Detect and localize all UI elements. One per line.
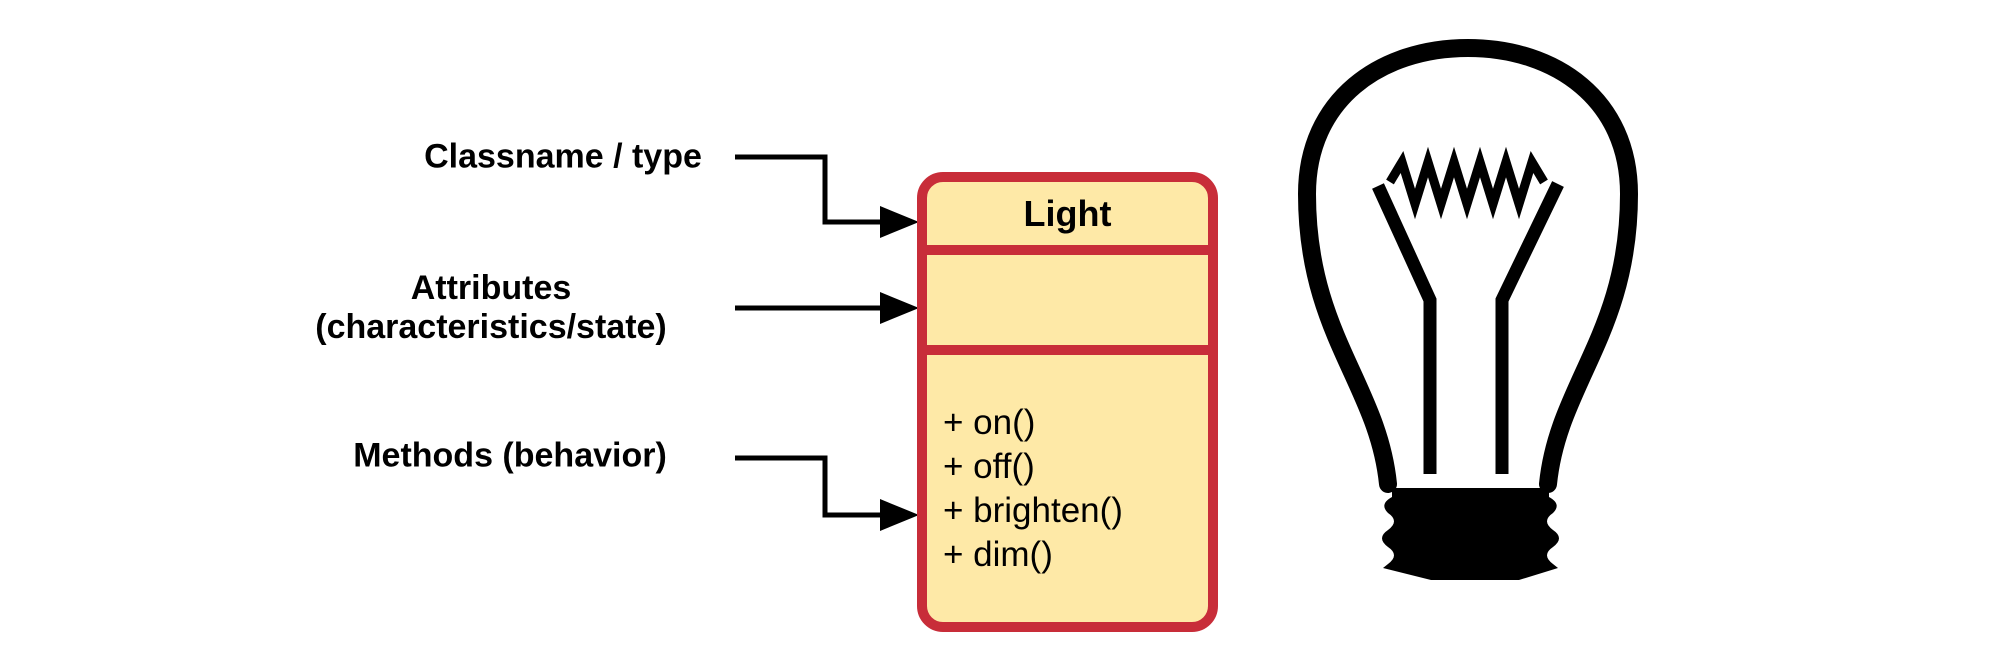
uml-methods-compartment: + on() + off() + brighten() + dim() xyxy=(927,355,1208,622)
bulb-screw-base xyxy=(1382,488,1559,580)
arrowhead-icon xyxy=(880,499,919,531)
label-attributes-line1: Attributes xyxy=(410,269,572,307)
lightbulb-icon xyxy=(1297,38,1639,580)
arrow-classname-pointer xyxy=(735,154,919,238)
method-item: + dim() xyxy=(943,535,1053,574)
label-methods-behavior: Methods (behavior) xyxy=(353,436,667,475)
label-attributes: Attributes (characteristics/state) xyxy=(315,269,667,347)
uml-title-compartment: Light xyxy=(927,182,1208,255)
method-item: + brighten() xyxy=(943,491,1123,530)
uml-class-box: Light + on() + off() + brighten() + dim(… xyxy=(917,172,1218,632)
bulb-lead-wire-right xyxy=(1495,181,1564,474)
method-item: + on() xyxy=(943,403,1036,442)
method-item: + off() xyxy=(943,447,1035,486)
class-name-text: Light xyxy=(1023,192,1112,234)
bulb-lead-wire-left xyxy=(1372,183,1437,474)
uml-attributes-compartment xyxy=(927,255,1208,355)
bulb-filament-zigzag xyxy=(1386,146,1548,220)
arrow-attributes-pointer xyxy=(735,292,919,324)
label-classname-type: Classname / type xyxy=(424,137,702,176)
bulb-glass-outline xyxy=(1297,38,1639,493)
arrowhead-icon xyxy=(880,206,919,238)
arrow-methods-pointer xyxy=(735,455,919,531)
label-attributes-line2: (characteristics/state) xyxy=(315,308,667,346)
arrowhead-icon xyxy=(880,292,919,324)
